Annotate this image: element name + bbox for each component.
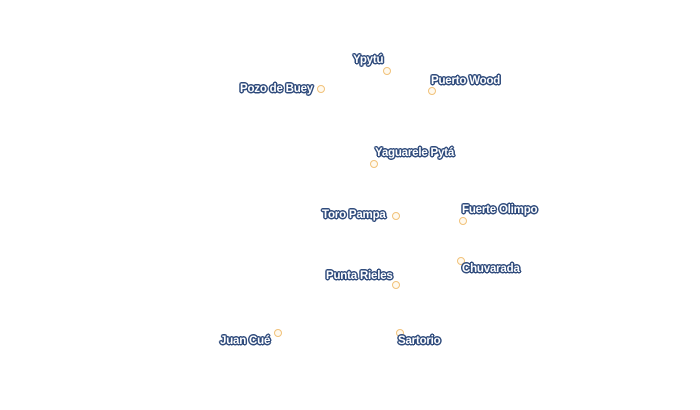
place-marker-icon[interactable]	[428, 87, 436, 95]
place-marker-icon[interactable]	[396, 329, 404, 337]
place-label: Punta Rieles	[326, 270, 393, 282]
place-label: Juan Cué	[220, 335, 271, 347]
place-label: Yaguarele Pytá	[375, 147, 455, 159]
place-marker-icon[interactable]	[457, 257, 465, 265]
place-label: Toro Pampa	[322, 209, 386, 221]
place-label: Sartorio	[398, 335, 441, 347]
place-label: Ypytú	[353, 54, 384, 66]
place-label: Fuerte Olimpo	[462, 204, 538, 216]
place-label: Chuvarada	[462, 263, 520, 275]
place-marker-icon[interactable]	[274, 329, 282, 337]
place-marker-icon[interactable]	[370, 160, 378, 168]
place-marker-icon[interactable]	[383, 67, 391, 75]
place-label: Puerto Wood	[431, 75, 501, 87]
place-marker-icon[interactable]	[392, 212, 400, 220]
place-marker-icon[interactable]	[392, 281, 400, 289]
place-label: Pozo de Buey	[240, 83, 314, 95]
place-marker-icon[interactable]	[317, 85, 325, 93]
place-marker-icon[interactable]	[459, 217, 467, 225]
